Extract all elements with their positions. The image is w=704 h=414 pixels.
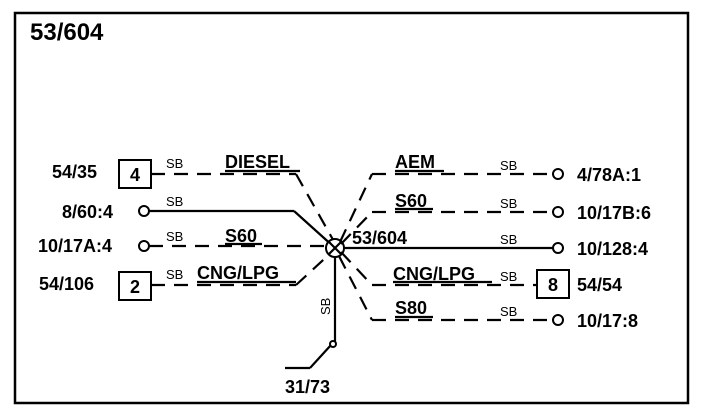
right-wire-cng-lpg: CNG/LPG SB 8 54/54 (340, 251, 622, 299)
splice-53-604: 53/604 (325, 228, 407, 258)
connector-box-number: 2 (130, 277, 140, 297)
connector-box-number: 8 (548, 275, 558, 295)
terminal-circle (138, 240, 150, 252)
right-wire-10-128: SB 10/128:4 (344, 232, 648, 259)
terminal-circle (138, 205, 150, 217)
diagram-frame (13, 11, 690, 405)
wire-segment (340, 251, 373, 286)
left-wire-diesel: 54/35 4 SB DIESEL (52, 152, 337, 246)
left-wire-8-60: 8/60:4 SB (62, 194, 335, 248)
wire-color-sb: SB (500, 269, 517, 284)
connector-label: 10/128:4 (577, 239, 648, 259)
connector-box (536, 269, 570, 299)
wire-segment (339, 173, 373, 243)
wire-segment (295, 173, 337, 246)
wire-variant-label: S80 (395, 298, 427, 318)
right-wire-s60: S60 SB 10/17B:6 (340, 191, 651, 245)
wire-color-sb: SB (166, 267, 183, 282)
wire-segment (340, 211, 373, 245)
ground-wire: SB 31/73 (285, 257, 337, 397)
wire-segment (293, 210, 335, 248)
wire-variant-label: AEM (395, 152, 435, 172)
terminal-circle (552, 168, 564, 180)
left-wire-cng-lpg: 54/106 2 SB CNG/LPG (39, 249, 335, 301)
ground-label: 31/73 (285, 377, 330, 397)
right-wire-aem: AEM SB 4/78A:1 (339, 152, 641, 243)
wire-color-sb: SB (500, 304, 517, 319)
connector-label: 10/17:8 (577, 311, 638, 331)
splice-mark (328, 241, 342, 255)
wire-color-sb: SB (500, 196, 517, 211)
ground-segment (309, 344, 332, 369)
wire-variant-label: S60 (225, 226, 257, 246)
wire-color-sb: SB (500, 232, 517, 247)
connector-box (118, 159, 152, 189)
wire-variant-label: CNG/LPG (393, 264, 475, 284)
wire-variant-label: CNG/LPG (197, 263, 279, 283)
wire-segment (295, 249, 335, 286)
wire-color-sb: SB (318, 298, 333, 315)
wire-color-sb: SB (166, 156, 183, 171)
wire-variant-label: S60 (395, 191, 427, 211)
splice-label: 53/604 (352, 228, 407, 248)
diagram-title: 53/604 (30, 19, 104, 46)
connector-label: 10/17B:6 (577, 203, 651, 223)
wire-segment (338, 255, 373, 321)
connector-label: 54/54 (577, 275, 622, 295)
wire-variant-label: DIESEL (225, 152, 290, 172)
connector-label: 4/78A:1 (577, 165, 641, 185)
connector-label: 8/60:4 (62, 202, 113, 222)
connector-label: 10/17A:4 (38, 236, 112, 256)
wire-color-sb: SB (500, 158, 517, 173)
right-wire-s80: S80 SB 10/17:8 (338, 255, 638, 331)
wire-color-sb: SB (166, 194, 183, 209)
wire-color-sb: SB (166, 229, 183, 244)
connector-label: 54/35 (52, 162, 97, 182)
left-wire-s60: 10/17A:4 SB S60 (38, 226, 326, 256)
terminal-circle (552, 242, 564, 254)
connector-box-number: 4 (130, 165, 140, 185)
terminal-circle (552, 206, 564, 218)
terminal-circle (552, 314, 564, 326)
connector-label: 54/106 (39, 274, 94, 294)
